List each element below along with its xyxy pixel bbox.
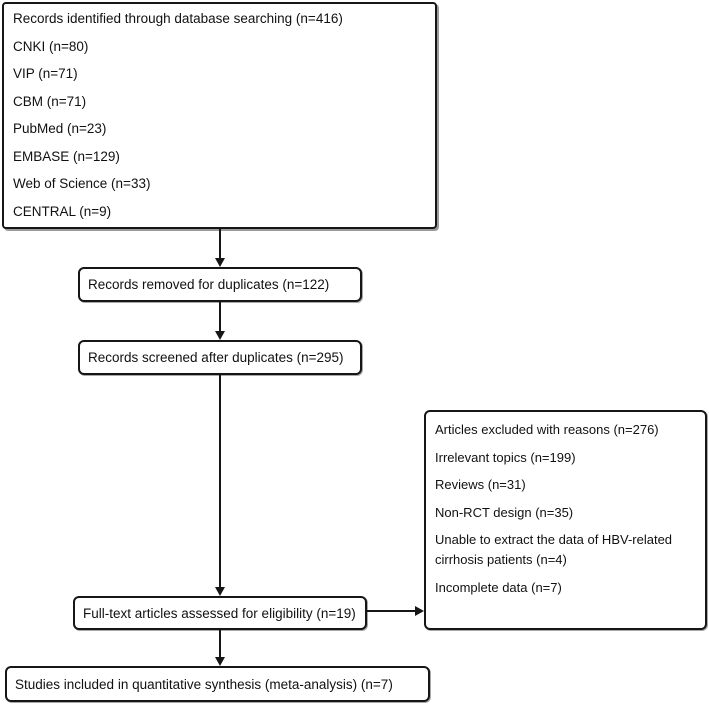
source-pubmed: PubMed (n=23) bbox=[13, 121, 107, 136]
source-embase: EMBASE (n=129) bbox=[13, 148, 120, 164]
excluded-reason-incomplete-data: Incomplete data (n=7) bbox=[435, 579, 562, 595]
source-cbm: CBM (n=71) bbox=[13, 93, 87, 109]
excluded-reason-unable-to-extract: Unable to extract the data of HBV-relate… bbox=[435, 532, 673, 567]
fulltext-box: Full-text articles assessed for eligibil… bbox=[73, 596, 367, 630]
excluded-reason-irrelevant: Irrelevant topics (n=199) bbox=[435, 449, 576, 465]
identification-box: Records identified through database sear… bbox=[2, 2, 437, 229]
arrow-duplicates-to-screened-head bbox=[215, 331, 225, 340]
source-central: CENTRAL (n=9) bbox=[13, 203, 112, 219]
arrow-fulltext-to-included-head bbox=[215, 657, 225, 666]
arrow-identification-to-duplicates-line bbox=[219, 229, 221, 259]
arrow-fulltext-to-excluded-line bbox=[367, 610, 415, 612]
identification-title: Records identified through database sear… bbox=[13, 11, 343, 26]
source-vip: VIP (n=71) bbox=[13, 66, 78, 81]
excluded-reason-non-rct: Non-RCT design (n=35) bbox=[435, 504, 574, 520]
arrow-duplicates-to-screened-line bbox=[219, 302, 221, 331]
arrow-screened-to-fulltext-line bbox=[219, 375, 221, 587]
fulltext-label: Full-text articles assessed for eligibil… bbox=[83, 605, 356, 621]
screened-box: Records screened after duplicates (n=295… bbox=[78, 340, 362, 375]
arrow-fulltext-to-excluded-head bbox=[415, 606, 424, 616]
source-web-of-science: Web of Science (n=33) bbox=[13, 176, 151, 191]
duplicates-removed-label: Records removed for duplicates (n=122) bbox=[88, 277, 330, 292]
arrow-screened-to-fulltext-head bbox=[215, 587, 225, 596]
included-label: Studies included in quantitative synthes… bbox=[15, 676, 393, 692]
screened-label: Records screened after duplicates (n=295… bbox=[88, 350, 344, 365]
arrow-fulltext-to-included-line bbox=[219, 630, 221, 657]
included-box: Studies included in quantitative synthes… bbox=[5, 666, 430, 702]
arrow-identification-to-duplicates-head bbox=[215, 258, 225, 267]
excluded-title: Articles excluded with reasons (n=276) bbox=[435, 422, 659, 437]
source-cnki: CNKI (n=80) bbox=[13, 38, 89, 54]
excluded-reason-reviews: Reviews (n=31) bbox=[435, 477, 526, 492]
excluded-box: Articles excluded with reasons (n=276) I… bbox=[424, 410, 707, 630]
duplicates-removed-box: Records removed for duplicates (n=122) bbox=[78, 267, 362, 302]
